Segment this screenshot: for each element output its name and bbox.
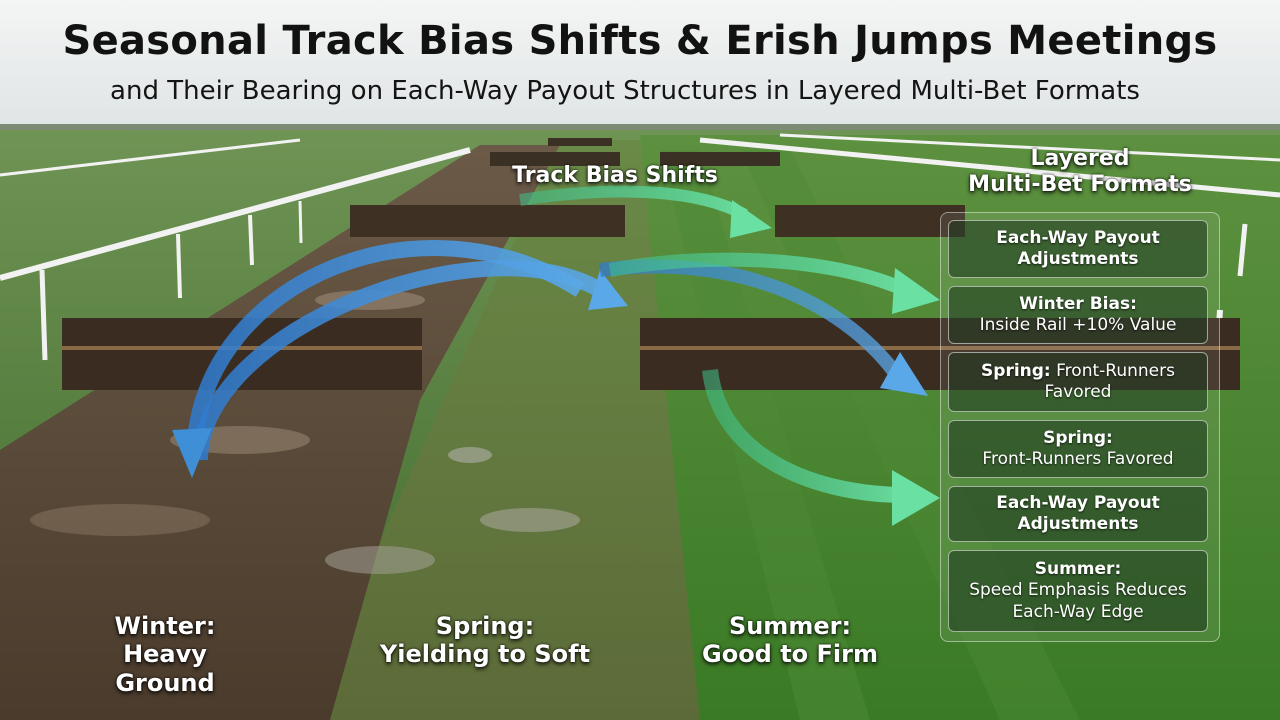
- jump-fence: [490, 152, 620, 166]
- formats-label: Layered Multi-Bet Formats: [940, 146, 1220, 198]
- season-name: Winter:: [114, 612, 216, 640]
- tree-line: [0, 124, 1280, 130]
- card-detail: Adjustments: [1017, 514, 1139, 534]
- bias-arrow: [608, 252, 908, 297]
- card-title: Each-Way Payout: [996, 227, 1160, 248]
- season-ground: Yielding to Soft: [379, 640, 591, 669]
- season-name: Spring:: [435, 612, 535, 640]
- season-label-summer: Summer: Good to Firm: [690, 612, 890, 669]
- info-card: Each-Way Payout Adjustments: [948, 220, 1208, 278]
- left-rail: [0, 138, 471, 361]
- puddle: [30, 504, 210, 536]
- puddle: [325, 546, 435, 574]
- jump-fence: [548, 138, 612, 146]
- card-detail: Front-Runners Favored: [1044, 360, 1175, 402]
- arrowhead: [892, 268, 940, 314]
- card-detail: Speed Emphasis Reduces Each-Way Edge: [969, 580, 1187, 622]
- season-label-spring: Spring: Yielding to Soft: [370, 612, 600, 669]
- season-label-winter: Winter: Heavy Ground: [80, 612, 250, 697]
- card-line: Spring: Front-Runners Favored: [955, 361, 1201, 404]
- arrowhead: [588, 270, 628, 310]
- season-ground: Good to Firm: [702, 640, 878, 669]
- winter-arrow: [187, 240, 585, 441]
- info-card: Spring: Front-Runners Favored: [948, 420, 1208, 478]
- card-detail: Adjustments: [1017, 249, 1139, 269]
- arrowhead: [730, 200, 772, 238]
- card-title: Spring:: [981, 360, 1051, 381]
- jump-fence: [660, 152, 780, 166]
- card-title: Summer:: [1034, 559, 1122, 580]
- arrowhead: [172, 428, 212, 478]
- card-title: Each-Way Payout: [996, 492, 1160, 513]
- season-name: Summer:: [728, 612, 852, 640]
- puddle: [448, 447, 492, 463]
- card-title: Winter Bias:: [1019, 293, 1137, 314]
- page-subtitle: and Their Bearing on Each-Way Payout Str…: [110, 76, 1140, 106]
- season-ground: Heavy Ground: [115, 640, 215, 697]
- grass-stripe: [660, 150, 870, 720]
- bias-arrow: [519, 185, 748, 221]
- arrowhead: [880, 352, 928, 396]
- info-card: Each-Way Payout Adjustments: [948, 486, 1208, 542]
- jump-fence: [350, 205, 625, 237]
- puddle: [480, 508, 580, 532]
- sky: [0, 0, 1280, 130]
- info-card: Spring: Front-Runners Favored: [948, 352, 1208, 412]
- card-detail: Front-Runners Favored: [982, 449, 1174, 469]
- card-detail: Inside Rail +10% Value: [979, 315, 1177, 335]
- card-title: Spring:: [1043, 427, 1113, 448]
- formats-label-line1: Layered: [1030, 146, 1130, 171]
- jump-fence: [775, 205, 965, 237]
- track-bias-label: Track Bias Shifts: [512, 163, 718, 188]
- summer-arrow: [702, 368, 906, 503]
- page-title: Seasonal Track Bias Shifts & Erish Jumps…: [62, 18, 1218, 64]
- info-card: Winter Bias: Inside Rail +10% Value: [948, 286, 1208, 344]
- formats-label-line2: Multi-Bet Formats: [968, 171, 1192, 197]
- info-card: Summer: Speed Emphasis Reduces Each-Way …: [948, 550, 1208, 632]
- arrowhead: [892, 470, 940, 526]
